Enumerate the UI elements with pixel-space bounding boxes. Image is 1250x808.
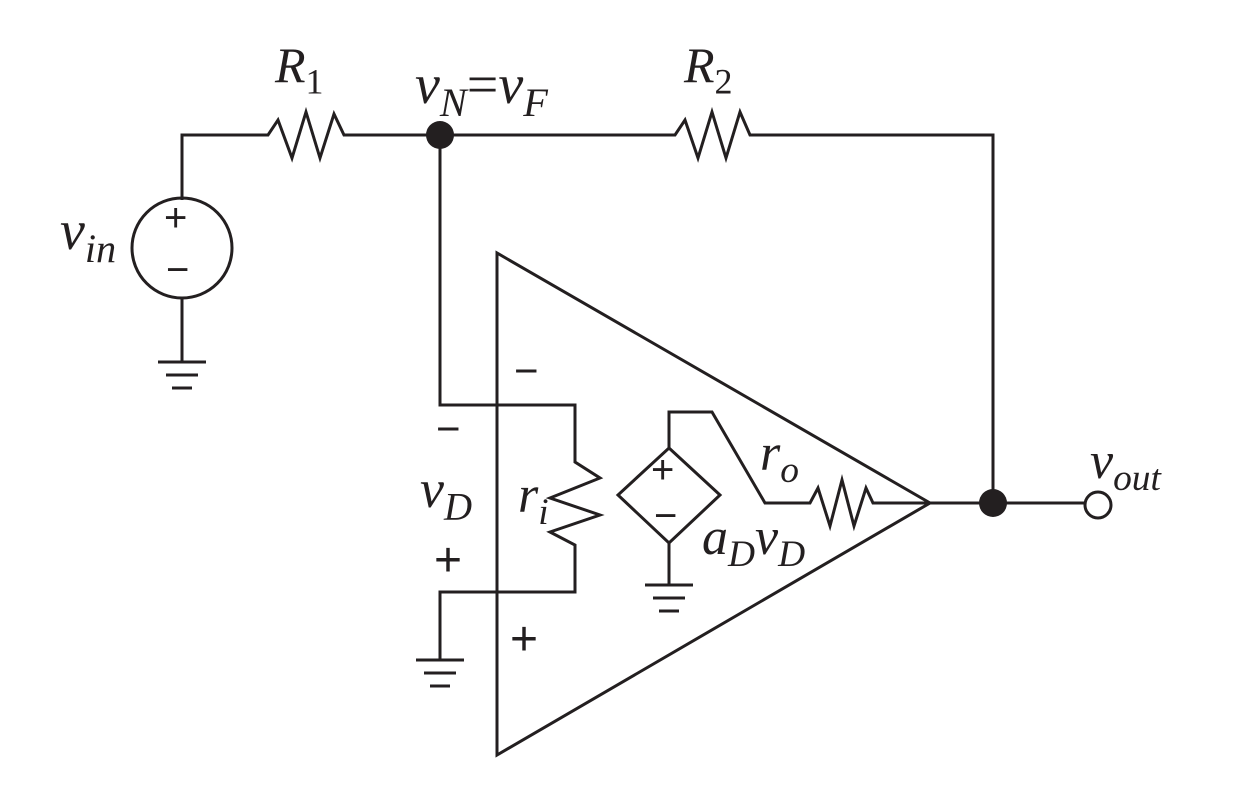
ground-symbol (416, 658, 464, 688)
r1-label: R1 (275, 37, 324, 102)
node-n-dot (426, 121, 454, 149)
inverting-input-sign: − (514, 347, 539, 394)
input-wire (180, 106, 440, 200)
vin-plus-sign: + (164, 196, 188, 240)
output-node-dot (979, 489, 1007, 517)
dependent-source (615, 445, 723, 546)
inverting-input-wire (438, 135, 605, 660)
node-vn-label: vN=vF (415, 54, 548, 125)
ro-resistor (667, 410, 930, 532)
ro-label: ro (760, 425, 799, 491)
r2-label: R2 (684, 37, 733, 102)
output-terminal[interactable] (1083, 490, 1113, 520)
vin-label: vin (60, 200, 117, 271)
r2-resistor (440, 106, 995, 503)
vd-plus-sign: + (434, 534, 463, 587)
noninverting-input-sign: + (510, 613, 539, 666)
opamp-triangle (495, 250, 933, 758)
vin-minus-sign: − (166, 248, 190, 292)
ri-label: ri (518, 467, 549, 533)
vd-minus-sign: − (436, 405, 461, 452)
dependent-plus-sign: + (651, 448, 675, 492)
gain-label: aDvD (702, 509, 806, 575)
vout-label: vout (1090, 433, 1161, 499)
vd-label: vD (420, 459, 473, 529)
dependent-minus-sign: − (654, 494, 678, 538)
ground-symbol (158, 360, 206, 390)
vin-source (130, 196, 234, 300)
ground-symbol (645, 543, 693, 613)
